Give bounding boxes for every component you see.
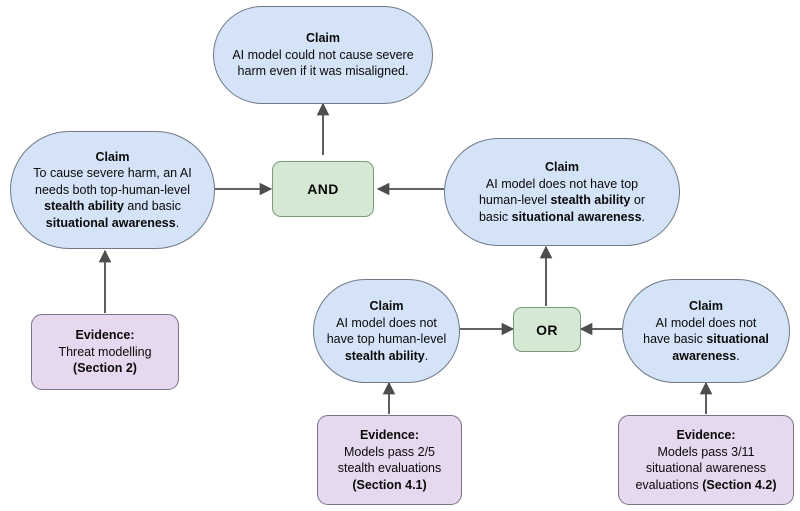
node-title: Evidence: — [75, 328, 135, 343]
node-right-claim[interactable]: Claim AI model does not have top human-l… — [444, 138, 680, 246]
node-title: Claim — [95, 149, 130, 164]
node-title: Evidence: — [676, 428, 736, 442]
node-title: Claim — [305, 31, 341, 46]
node-line: stealth ability and basic — [44, 199, 181, 214]
node-line: stealth ability. — [344, 348, 429, 363]
node-line: To cause severe harm, an AI — [33, 166, 192, 181]
node-title: Claim — [688, 299, 724, 313]
node-line: needs both top-human-level — [35, 182, 190, 197]
node-or-gate[interactable]: OR — [513, 307, 581, 352]
node-line: evaluations (Section 4.2) — [635, 477, 777, 492]
node-awareness-evidence[interactable]: Evidence: Models pass 3/11 situational a… — [618, 415, 794, 505]
node-line: harm even if it was misaligned. — [237, 64, 409, 79]
node-line: (Section 2) — [73, 361, 137, 376]
node-line: basic situational awareness. — [478, 209, 646, 224]
node-line: AI model does not — [336, 315, 437, 330]
node-line: have top human-level — [326, 332, 447, 346]
gate-label: OR — [536, 321, 558, 338]
node-threat-evidence[interactable]: Evidence: Threat modelling (Section 2) — [31, 314, 179, 390]
node-line: (Section 4.1) — [352, 477, 427, 492]
node-top-claim[interactable]: Claim AI model could not cause severe ha… — [213, 6, 433, 104]
node-line: situational awareness — [645, 461, 767, 475]
gate-label: AND — [307, 181, 339, 197]
node-line: Models pass 3/11 — [657, 444, 755, 459]
node-line: awareness. — [672, 348, 740, 363]
node-line: have basic situational — [643, 332, 769, 346]
node-title: Evidence: — [359, 428, 420, 442]
node-line: AI model does not — [655, 315, 757, 330]
node-line: AI model could not cause severe — [232, 47, 414, 62]
node-line: situational awareness. — [45, 215, 180, 230]
node-line: AI model does not have top — [485, 176, 639, 191]
node-title: Claim — [544, 160, 580, 174]
node-left-claim[interactable]: Claim To cause severe harm, an AI needs … — [10, 131, 215, 249]
node-and-gate[interactable]: AND — [272, 161, 374, 217]
node-stealth-evidence[interactable]: Evidence: Models pass 2/5 stealth evalua… — [317, 415, 462, 505]
node-awareness-claim[interactable]: Claim AI model does not have basic situa… — [622, 279, 790, 383]
node-stealth-claim[interactable]: Claim AI model does not have top human-l… — [313, 279, 460, 383]
node-line: Threat modelling — [58, 344, 152, 359]
node-line: Models pass 2/5 — [343, 444, 436, 459]
node-title: Claim — [369, 299, 404, 313]
node-line: stealth evaluations — [337, 461, 442, 475]
node-line: human-level stealth ability or — [478, 193, 646, 207]
